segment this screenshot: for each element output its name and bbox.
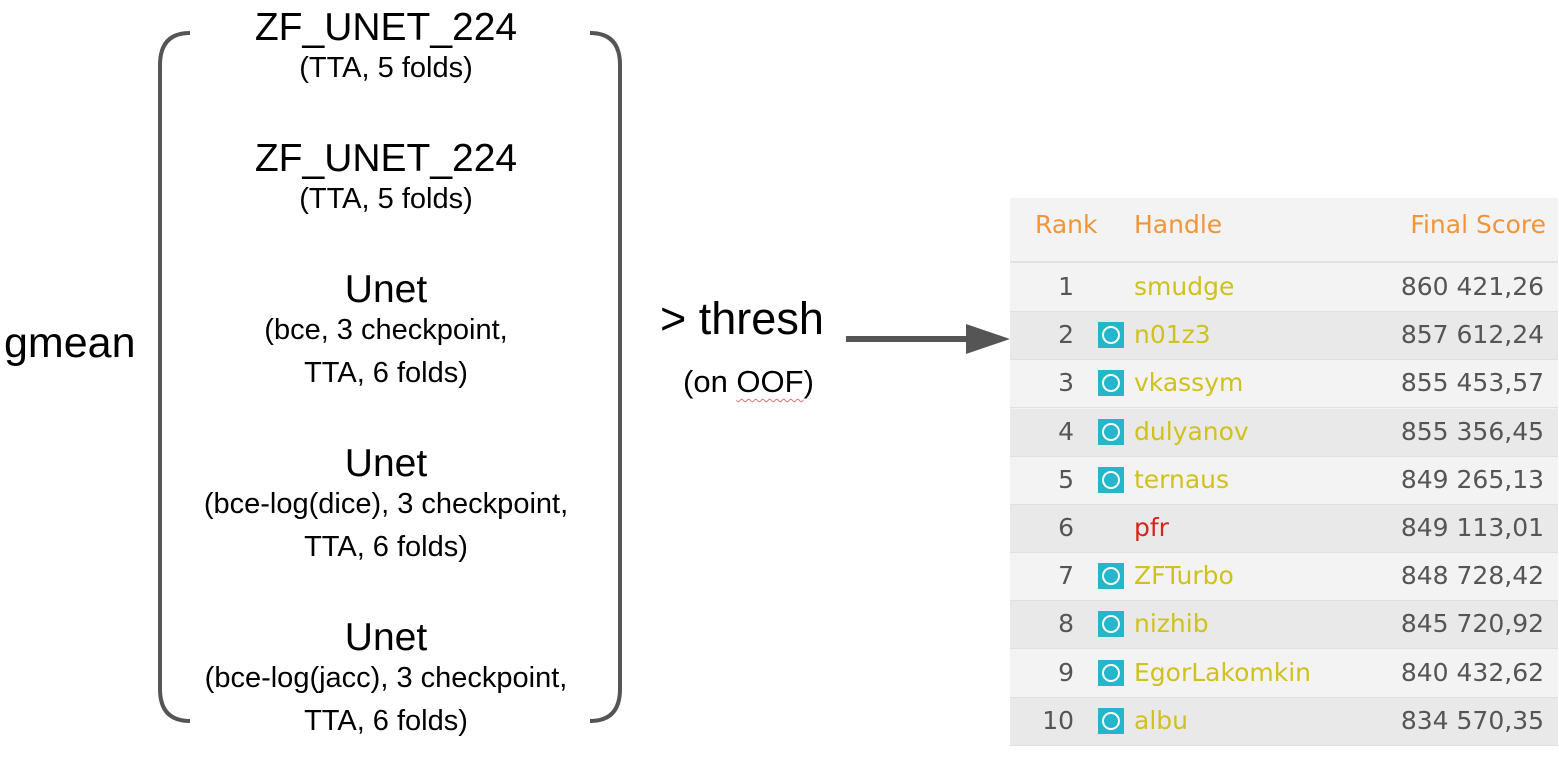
oof-note: (on OOF) <box>683 366 814 397</box>
team-badge-icon <box>1098 418 1124 445</box>
gmean-label: gmean <box>4 319 136 367</box>
table-row: 5 ternaus 849 265,13 <box>1010 457 1558 505</box>
rank-column-header[interactable]: Rank <box>1035 210 1098 239</box>
leaderboard: Rank Handle Final Score 1 smudge 860 421,2… <box>1010 198 1558 746</box>
score-cell: 855 356,45 <box>1400 416 1544 446</box>
rank-cell: 10 <box>1042 705 1074 735</box>
model-desc: (bce-log(dice), 3 checkpoint, <box>203 488 569 520</box>
model-name: Unet <box>344 268 428 311</box>
model-desc: (TTA, 5 folds) <box>299 183 473 215</box>
handle-column-header[interactable]: Handle <box>1134 210 1223 239</box>
team-badge-icon <box>1098 322 1124 349</box>
arrow-icon <box>846 324 1010 354</box>
table-row: 7 ZFTurbo 848 728,42 <box>1010 553 1558 602</box>
rank-cell: 1 <box>1058 272 1074 301</box>
model-name: Unet <box>344 442 428 485</box>
model-desc: TTA, 6 folds) <box>304 531 468 563</box>
handle-link[interactable]: n01z3 <box>1134 320 1211 350</box>
handle-link[interactable]: nizhib <box>1134 609 1209 639</box>
table-row: 9 EgorLakomkin 840 432,62 <box>1010 650 1558 698</box>
handle-link[interactable]: smudge <box>1134 272 1235 301</box>
handle-link[interactable]: ZFTurbo <box>1134 561 1234 591</box>
rank-cell: 4 <box>1058 416 1074 446</box>
team-badge-icon <box>1098 563 1124 590</box>
table-row: 4 dulyanov 855 356,45 <box>1010 408 1558 457</box>
model-name: ZF_UNET_224 <box>254 6 518 49</box>
leaderboard-header: Rank Handle Final Score <box>1010 198 1558 263</box>
model-unet-jacc: Unet (bce-log(jacc), 3 checkpoint, TTA, … <box>176 618 596 743</box>
score-cell: 849 265,13 <box>1400 464 1544 494</box>
score-cell: 845 720,92 <box>1400 609 1544 639</box>
oof-note-word: OOF <box>736 364 804 399</box>
team-badge-icon <box>1098 611 1124 638</box>
team-badge-icon <box>1098 466 1124 493</box>
table-row: 2 n01z3 857 612,24 <box>1010 312 1558 361</box>
table-row: 1 smudge 860 421,26 <box>1010 264 1558 312</box>
table-row: 10 albu 834 570,35 <box>1010 697 1558 746</box>
team-badge-icon <box>1098 707 1124 734</box>
table-row: 8 nizhib 845 720,92 <box>1010 601 1558 650</box>
rank-cell: 5 <box>1058 464 1074 494</box>
ensemble-bracket <box>158 31 622 723</box>
model-name: Unet <box>344 616 428 659</box>
handle-link[interactable]: dulyanov <box>1134 416 1249 446</box>
model-desc: (bce-log(jacc), 3 checkpoint, <box>204 662 568 694</box>
model-unet-bce: Unet (bce, 3 checkpoint, TTA, 6 folds) <box>176 270 596 395</box>
score-cell: 834 570,35 <box>1400 705 1544 735</box>
rank-cell: 2 <box>1058 320 1074 350</box>
model-unet-dice: Unet (bce-log(dice), 3 checkpoint, TTA, … <box>176 444 596 569</box>
model-name: ZF_UNET_224 <box>254 137 518 180</box>
score-cell: 857 612,24 <box>1400 320 1544 350</box>
score-cell: 840 432,62 <box>1400 657 1544 687</box>
handle-link[interactable]: pfr <box>1134 513 1169 542</box>
team-badge-icon <box>1098 370 1124 397</box>
rank-cell: 7 <box>1058 561 1074 591</box>
team-badge-icon <box>1098 659 1124 686</box>
score-cell: 860 421,26 <box>1400 272 1544 301</box>
score-column-header[interactable]: Final Score <box>1410 210 1546 239</box>
score-cell: 849 113,01 <box>1400 513 1544 542</box>
score-cell: 855 453,57 <box>1400 368 1544 398</box>
model-desc: (TTA, 5 folds) <box>299 52 473 84</box>
handle-link[interactable]: ternaus <box>1134 464 1230 494</box>
rank-cell: 3 <box>1058 368 1074 398</box>
rank-cell: 6 <box>1058 513 1074 542</box>
score-cell: 848 728,42 <box>1400 561 1544 591</box>
handle-link[interactable]: EgorLakomkin <box>1134 657 1311 687</box>
table-row: 6 pfr 849 113,01 <box>1010 505 1558 553</box>
model-desc: (bce, 3 checkpoint, <box>264 314 508 346</box>
oof-note-suffix: ) <box>803 364 814 399</box>
model-desc: TTA, 6 folds) <box>304 705 468 737</box>
table-row: 3 vkassym 855 453,57 <box>1010 360 1558 409</box>
rank-cell: 8 <box>1058 609 1074 639</box>
threshold-label: > thresh <box>660 293 824 344</box>
model-zf-unet-2: ZF_UNET_224 (TTA, 5 folds) <box>176 139 596 221</box>
model-zf-unet-1: ZF_UNET_224 (TTA, 5 folds) <box>176 8 596 90</box>
handle-link[interactable]: albu <box>1134 705 1188 735</box>
handle-link[interactable]: vkassym <box>1134 368 1244 398</box>
oof-note-prefix: (on <box>683 364 737 399</box>
rank-cell: 9 <box>1058 657 1074 687</box>
model-desc: TTA, 6 folds) <box>304 357 468 389</box>
